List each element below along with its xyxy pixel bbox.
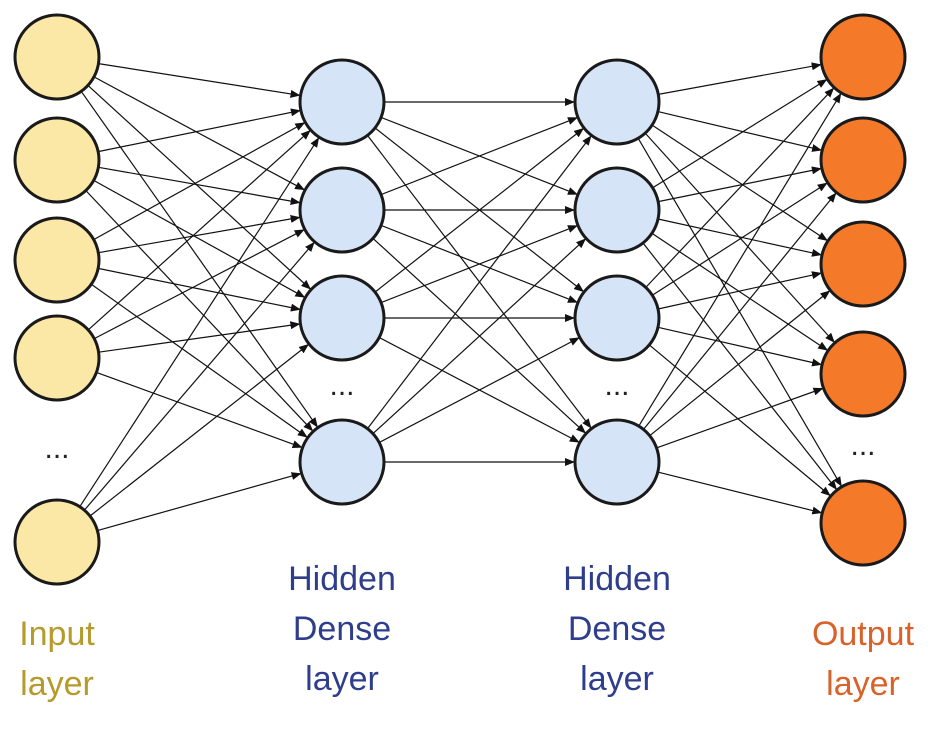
- edge-input-4-to-hidden1-1: [83, 241, 315, 511]
- input-label-line-1: Input: [19, 615, 95, 653]
- hidden1-label-line-3: layer: [305, 660, 379, 698]
- hidden1-node-3: [298, 274, 386, 362]
- edge-hidden2-1-to-output-0: [652, 79, 828, 189]
- hidden2-node-4: [573, 418, 661, 506]
- input-node-3: [13, 216, 101, 304]
- hidden2-node-3: [573, 274, 661, 362]
- edge-hidden2-3-to-output-1: [643, 192, 837, 430]
- edge-input-1-to-hidden1-2: [93, 179, 306, 298]
- output-label-line-1: Output: [812, 615, 915, 653]
- hidden2-label-line-2: Dense: [568, 610, 666, 648]
- hidden1-node-2: [298, 166, 386, 254]
- input-node-1: [13, 13, 101, 101]
- edge-input-3-to-hidden1-0: [87, 130, 311, 331]
- edge-hidden2-2-to-output-4: [648, 344, 831, 497]
- edge-input-1-to-hidden1-0: [98, 108, 301, 153]
- edge-hidden2-2-to-output-3: [657, 326, 823, 367]
- output-node-1: [819, 13, 907, 101]
- edge-hidden2-1-to-output-4: [642, 242, 838, 490]
- edge-hidden1-1-to-hidden2-0: [380, 117, 578, 196]
- edge-input-1-to-hidden1-1: [98, 166, 301, 205]
- input-node-4: [13, 314, 101, 402]
- output-label-line-2: layer: [826, 665, 900, 703]
- edge-input-0-to-hidden1-2: [87, 84, 312, 290]
- hidden1-label-line-1: Hidden: [288, 560, 396, 598]
- edge-hidden1-2-to-hidden2-0: [374, 127, 584, 293]
- edge-hidden2-0-to-output-1: [657, 111, 823, 152]
- edge-input-2-to-hidden1-3: [90, 283, 308, 438]
- edge-input-0-to-hidden1-1: [93, 76, 305, 191]
- ellipsis-markers: ............: [44, 369, 875, 465]
- hidden1-node-4: [298, 418, 386, 506]
- edge-hidden2-3-to-output-4: [657, 471, 823, 515]
- edge-hidden2-3-to-output-2: [649, 290, 831, 437]
- hidden2-label-line-3: layer: [580, 660, 654, 698]
- neurons: [13, 13, 907, 586]
- hidden2-node-2: [573, 166, 661, 254]
- edge-hidden2-3-to-output-3: [656, 387, 824, 449]
- edge-input-4-to-hidden1-0: [79, 137, 320, 508]
- edge-input-2-to-hidden1-1: [98, 215, 301, 254]
- edge-hidden2-2-to-output-2: [657, 271, 822, 310]
- edge-input-3-to-hidden1-3: [96, 371, 303, 448]
- edge-input-0-to-hidden1-0: [98, 63, 301, 98]
- output-node-4: [819, 330, 907, 418]
- output-node-5: [819, 479, 907, 567]
- edge-input-2-to-hidden1-2: [98, 267, 301, 312]
- input-label-line-2: layer: [20, 665, 94, 703]
- edge-input-4-to-hidden1-2: [89, 343, 309, 517]
- edge-hidden1-2-to-hidden2-1: [380, 225, 578, 304]
- edge-hidden2-1-to-output-2: [657, 218, 822, 257]
- edge-hidden1-3-to-hidden2-1: [372, 238, 587, 435]
- edge-input-3-to-hidden1-2: [98, 321, 301, 353]
- edge-hidden1-3-to-hidden2-2: [378, 337, 580, 444]
- connections: [79, 62, 842, 532]
- edge-input-1-to-hidden1-3: [85, 190, 314, 432]
- edge-input-3-to-hidden1-1: [94, 229, 305, 340]
- edge-hidden2-1-to-output-1: [658, 166, 822, 203]
- edge-input-4-to-hidden1-3: [97, 472, 302, 532]
- edge-hidden2-3-to-output-0: [638, 92, 842, 427]
- edge-input-2-to-hidden1-0: [93, 122, 306, 241]
- input-node-5: [13, 498, 101, 586]
- output-node-3: [819, 220, 907, 308]
- input-node-2: [13, 116, 101, 204]
- edge-hidden2-0-to-output-0: [658, 62, 822, 95]
- hidden2-node-1: [573, 58, 661, 146]
- hidden1-ellipsis: ...: [329, 369, 354, 402]
- hidden1-node-1: [298, 58, 386, 146]
- output-ellipsis: ...: [850, 429, 875, 462]
- hidden1-label-line-2: Dense: [293, 610, 391, 648]
- edge-hidden2-0-to-output-2: [651, 124, 828, 241]
- edge-hidden1-3-to-hidden2-0: [367, 135, 592, 429]
- hidden2-label-line-1: Hidden: [563, 560, 671, 598]
- edge-hidden2-2-to-output-1: [651, 182, 828, 296]
- edge-hidden2-0-to-output-3: [644, 132, 835, 343]
- input-ellipsis: ...: [44, 432, 69, 465]
- hidden2-ellipsis: ...: [604, 369, 629, 402]
- edge-hidden2-2-to-output-0: [645, 87, 835, 288]
- output-node-2: [819, 116, 907, 204]
